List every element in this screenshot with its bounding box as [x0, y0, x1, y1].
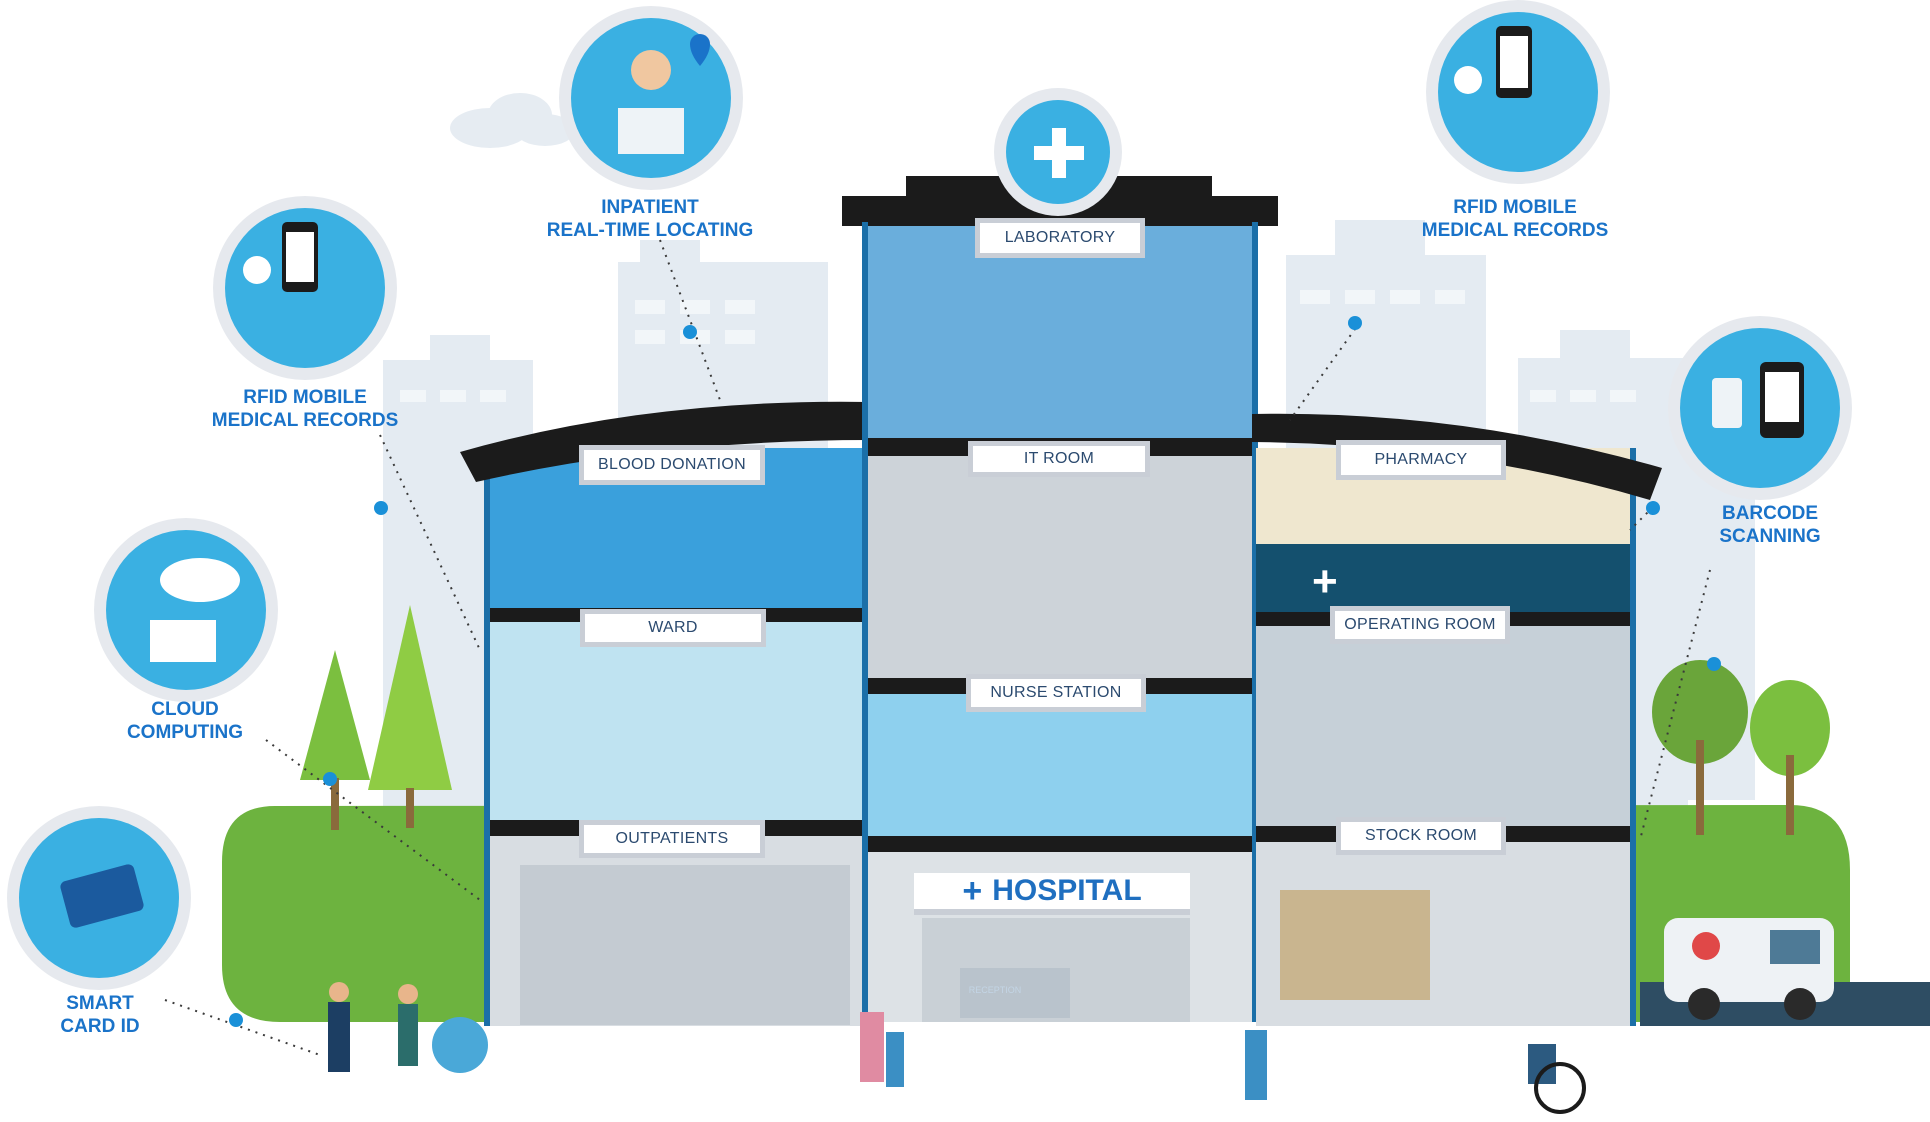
callout-line: RFID MOBILE [243, 387, 367, 408]
room-label-it-room: IT ROOM [968, 441, 1150, 477]
room-label-pharmacy: PHARMACY [1336, 440, 1506, 480]
trees-left [300, 605, 452, 830]
room-label-blood-donation: BLOOD DONATION [579, 445, 765, 485]
room-label-outpatients: OUTPATIENTS [579, 820, 765, 858]
left-wing-ward [484, 620, 864, 820]
pharmacy-cross-icon: + [1312, 557, 1338, 606]
callout-rfid-right: RFID MOBILE MEDICAL RECORDS [1405, 196, 1625, 242]
cloud-left [450, 93, 575, 148]
rfid-left-badge [213, 196, 397, 380]
room-label-stock-room: STOCK ROOM [1336, 817, 1506, 855]
cloud-computing-badge [94, 518, 278, 702]
inpatient-locating-badge [559, 6, 743, 190]
callout-line: SMART [66, 993, 134, 1014]
callout-line: CARD ID [60, 1016, 140, 1037]
callout-line: MEDICAL RECORDS [211, 410, 399, 431]
building-windows [400, 290, 1636, 402]
callout-leaders [164, 239, 1711, 1056]
ambulance [1664, 918, 1834, 1020]
callout-line: SCANNING [1719, 526, 1821, 547]
left-roof [460, 401, 870, 482]
center-it-room [866, 456, 1256, 678]
smart-card-badge [7, 806, 191, 990]
barcode-scanning-badge [1668, 316, 1852, 500]
callout-line: BARCODE [1721, 503, 1819, 524]
callout-dots [229, 316, 1721, 1027]
pedestrians [328, 982, 1586, 1114]
medical-cross-icon [994, 88, 1122, 216]
room-label-laboratory: LABORATORY [975, 218, 1145, 258]
rfid-right-badge [1426, 0, 1610, 184]
callout-line: COMPUTING [126, 722, 244, 743]
callout-rfid-left: RFID MOBILE MEDICAL RECORDS [195, 386, 415, 432]
callout-barcode-scanning: BARCODE SCANNING [1685, 502, 1855, 548]
right-wing-operating [1256, 626, 1636, 826]
room-label-ward: WARD [580, 609, 766, 647]
callout-line: MEDICAL RECORDS [1421, 220, 1609, 241]
callout-line: REAL-TIME LOCATING [546, 220, 754, 241]
callout-line: RFID MOBILE [1453, 197, 1577, 218]
hospital-cross-icon: + [962, 872, 983, 910]
callout-line: INPATIENT [601, 197, 699, 218]
trees-right [1652, 660, 1830, 835]
room-label-nurse-station: NURSE STATION [966, 674, 1146, 712]
callout-line: CLOUD [151, 699, 219, 720]
callout-inpatient-locating: INPATIENT REAL-TIME LOCATING [520, 196, 780, 242]
hospital-sign: + HOSPITAL [914, 873, 1190, 915]
room-label-operating-room: OPERATING ROOM [1330, 606, 1510, 644]
reception-sign: RECEPTION [968, 985, 1022, 995]
center-nurse-station [866, 694, 1256, 836]
center-top-floor [866, 222, 1256, 440]
hospital-sign-text: HOSPITAL [992, 874, 1142, 907]
callout-smart-card: SMART CARD ID [40, 992, 160, 1038]
callout-cloud-computing: CLOUD COMPUTING [100, 698, 270, 744]
